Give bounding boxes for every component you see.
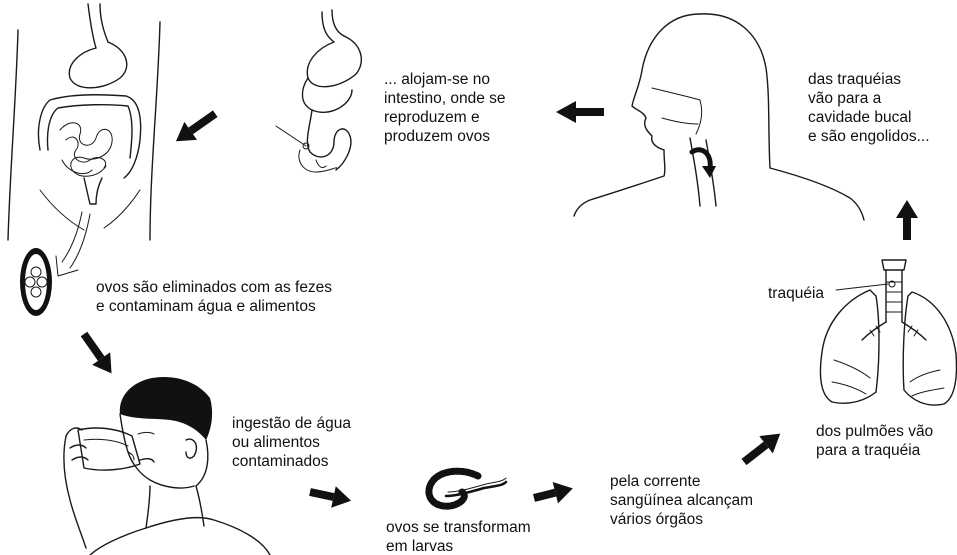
lungs-illustration xyxy=(820,260,956,405)
caption-ingestion: ingestão de água ou alimentos contaminad… xyxy=(232,414,351,471)
caption-lungs: dos pulmões vão para a traquéia xyxy=(816,422,933,460)
caption-mouth: das traquéias vão para a cavidade bucal … xyxy=(808,70,930,146)
caption-blood: pela corrente sangüínea alcançam vários … xyxy=(610,472,753,529)
stomach-intestine-illustration xyxy=(276,10,361,172)
outline-arrow-icon xyxy=(56,212,90,276)
caption-larvae: ovos se transformam em larvas xyxy=(386,518,531,555)
caption-intestine: ... alojam-se no intestino, onde se repr… xyxy=(384,70,506,146)
label-trachea: traquéia xyxy=(768,284,824,303)
abdomen-illustration xyxy=(8,4,160,240)
caption-eggs: ovos são eliminados com as fezes e conta… xyxy=(96,278,332,316)
egg-illustration xyxy=(20,248,52,316)
larva-illustration xyxy=(429,471,506,506)
